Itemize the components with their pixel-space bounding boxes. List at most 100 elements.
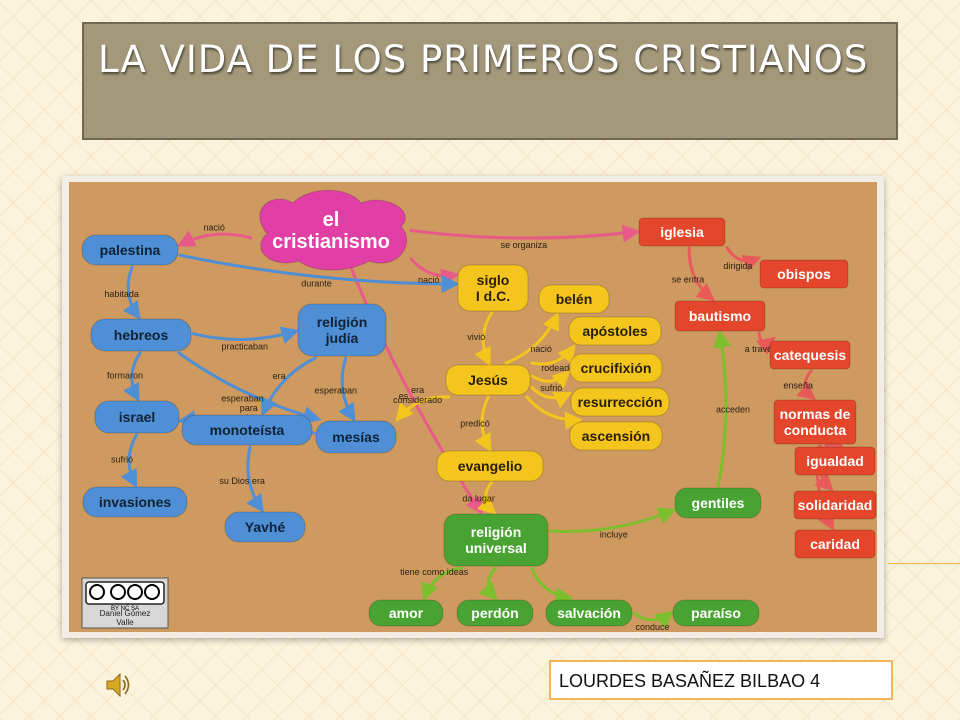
node-apostoles: apóstoles: [568, 316, 662, 346]
node-mesias: mesías: [315, 420, 397, 454]
node-label: igualdad: [806, 453, 864, 469]
node-label: hebreos: [114, 327, 169, 343]
link-label: nació: [530, 344, 552, 354]
node-jesus: Jesús: [445, 364, 531, 396]
node-perdon: perdón: [456, 599, 534, 627]
node-label: resurrección: [578, 394, 663, 410]
node-label: obispos: [777, 266, 831, 282]
link-label: es: [399, 391, 409, 401]
node-ascension: ascensión: [569, 421, 663, 451]
node-evangelio: evangelio: [436, 450, 544, 482]
link-label: habitada: [104, 289, 139, 299]
node-label: mesías: [332, 429, 380, 445]
link-salvacion-paraiso: [632, 610, 674, 629]
node-label: paraíso: [691, 605, 741, 621]
node-label: salvación: [557, 605, 621, 621]
link-cristianismo-siglo: [409, 257, 460, 287]
node-hebreos: hebreos: [90, 318, 192, 352]
node-resurreccion: resurrección: [570, 387, 670, 417]
cc-icon: [89, 584, 105, 600]
link-hebreos-religion_judia: [191, 326, 300, 344]
link-label: nació: [418, 275, 440, 285]
node-palestina: palestina: [81, 234, 179, 266]
node-bautismo: bautismo: [674, 300, 766, 332]
link-label: era: [273, 371, 286, 381]
link-israel-invasiones: [120, 433, 139, 489]
node-iglesia: iglesia: [638, 217, 726, 247]
decorative-line: [888, 563, 960, 564]
node-caridad: caridad: [794, 529, 876, 559]
node-belen: belén: [538, 284, 610, 314]
link-cristianismo-palestina: [176, 230, 253, 247]
link-monoteista-yahve: [246, 445, 264, 513]
node-label: invasiones: [99, 494, 172, 510]
link-evangelio-religion_universal: [476, 481, 497, 515]
node-label: israel: [119, 409, 156, 425]
speaker-icon[interactable]: [104, 670, 132, 700]
link-label: se entra: [672, 274, 705, 284]
node-label: perdón: [471, 605, 518, 621]
link-religion_judia-mesias: [338, 356, 356, 423]
nc-icon: [127, 584, 143, 600]
link-label: incluye: [600, 530, 628, 540]
slide-title: LA VIDA DE LOS PRIMEROS CRISTIANOS: [98, 38, 869, 81]
node-gentiles: gentiles: [674, 487, 762, 519]
node-catequesis: catequesis: [769, 340, 851, 370]
license-badge-text: BY NC SA: [111, 606, 139, 612]
node-yahve: Yavhé: [224, 511, 306, 543]
node-label: caridad: [810, 536, 860, 552]
node-label: amor: [389, 605, 424, 621]
node-label: ascensión: [582, 428, 650, 444]
node-label: palestina: [100, 242, 161, 258]
link-iglesia-bautismo: [687, 246, 716, 302]
link-gentiles-bautismo: [713, 329, 732, 488]
link-palestina-siglo: [178, 253, 460, 294]
link-label: sufrió: [540, 383, 562, 393]
node-label: monoteísta: [210, 422, 285, 438]
link-religion_universal-gentiles: [548, 507, 677, 533]
link-religion_universal-perdon: [478, 566, 498, 601]
link-religion_judia-monoteista: [260, 356, 317, 417]
node-paraiso: paraíso: [672, 599, 760, 627]
node-solidaridad: solidaridad: [793, 490, 877, 520]
link-label: practicaban: [222, 341, 269, 351]
node-salvacion: salvación: [545, 599, 633, 627]
link-jesus-evangelio: [474, 395, 492, 453]
node-invasiones: invasiones: [82, 486, 188, 518]
node-monoteista: monoteísta: [181, 414, 313, 446]
link-label: predicó: [460, 418, 490, 428]
link-siglo-jesus: [474, 311, 494, 367]
concept-map-links: [120, 224, 844, 629]
link-label: durante: [301, 279, 332, 289]
link-label: dirigida: [723, 261, 752, 271]
node-crucifixion: crucifixión: [569, 353, 663, 383]
sa-icon: [144, 584, 160, 600]
link-religion_universal-amor: [421, 566, 463, 602]
node-label: Yavhé: [245, 519, 286, 535]
author-box: LOURDES BASAÑEZ BILBAO 4: [549, 660, 893, 700]
link-label: esperaban: [315, 385, 358, 395]
node-igualdad: igualdad: [794, 446, 876, 476]
node-label: belén: [556, 291, 593, 307]
link-bautismo-catequesis: [756, 331, 776, 355]
link-cristianismo-iglesia: [409, 224, 641, 243]
link-iglesia-obispos: [725, 246, 762, 272]
link-jesus-mesias: [395, 395, 451, 422]
link-label: conduce: [635, 622, 669, 632]
author-name: LOURDES BASAÑEZ BILBAO 4: [559, 671, 821, 691]
link-label: su Dios era: [219, 476, 265, 486]
node-label: gentiles: [692, 495, 745, 511]
link-label: vivió: [467, 332, 485, 342]
